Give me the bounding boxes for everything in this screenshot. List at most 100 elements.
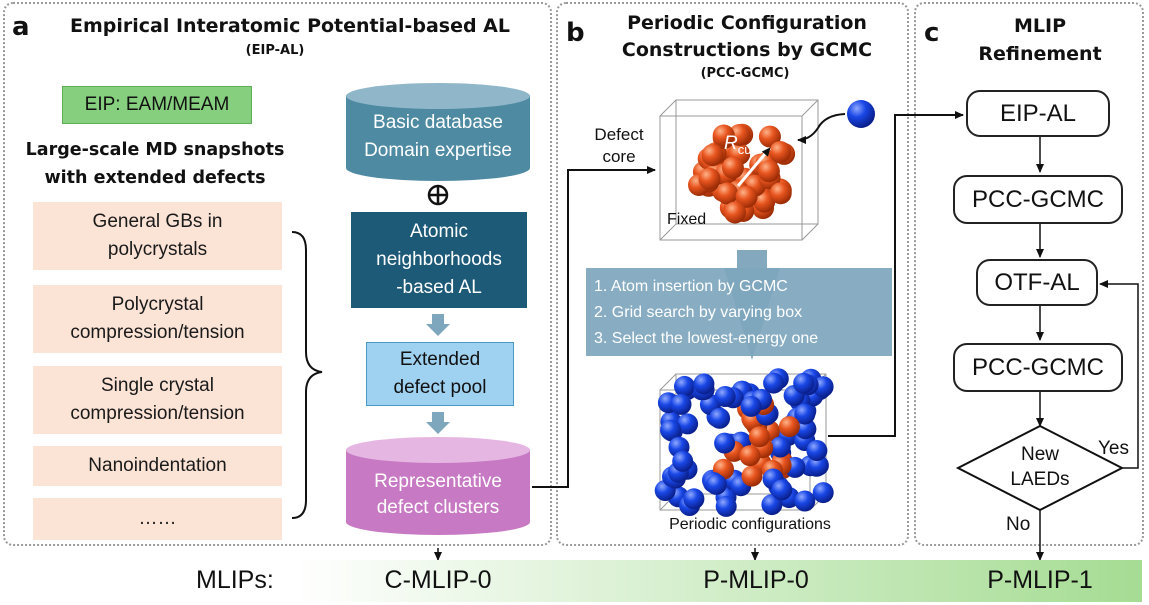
steps-box xyxy=(586,268,892,356)
core-atom xyxy=(748,426,770,448)
inserted-atom-periodic xyxy=(714,432,736,454)
core-atom xyxy=(769,182,792,205)
panel-b-subtitle: (PCC-GCMC) xyxy=(700,66,790,81)
panel-b-title-line1: Periodic Configuration xyxy=(627,12,867,34)
core-atom xyxy=(769,141,792,163)
rcut-arrow xyxy=(736,147,772,187)
core-atom xyxy=(701,144,724,167)
inserted-atom-periodic xyxy=(761,494,783,516)
core-atom xyxy=(728,124,751,146)
database-line1: Basic database xyxy=(373,112,503,133)
panel-c-title-line2: Refinement xyxy=(978,43,1102,65)
case-line: polycrystals xyxy=(107,239,208,260)
no-label: No xyxy=(1006,514,1031,535)
core-atom xyxy=(721,156,744,179)
case-nanoindentation: Nanoindentation xyxy=(33,446,282,486)
core-atom xyxy=(698,167,721,190)
periodic-configuration-cube xyxy=(654,368,834,517)
step-3: 3. Select the lowest-energy one xyxy=(594,330,819,347)
connector-periodic-to-eip-al xyxy=(828,111,964,437)
step-2: 2. Grid search by varying box xyxy=(594,304,803,321)
database-line2: Domain expertise xyxy=(364,140,512,161)
fixed-label: Fixed xyxy=(667,211,707,228)
step-1: 1. Atom insertion by GCMC xyxy=(594,278,788,295)
case-ellipsis: …… xyxy=(33,498,282,540)
clusters-line2: defect clusters xyxy=(376,497,500,518)
core-atom xyxy=(724,201,746,224)
inserted-atom-periodic xyxy=(660,419,682,441)
inserted-atom-periodic xyxy=(677,413,699,435)
inserted-atom-periodic xyxy=(740,395,762,417)
core-atom xyxy=(739,445,761,467)
flow-eip-al: EIP-AL xyxy=(966,90,1110,137)
clusters-cylinder xyxy=(346,437,530,535)
inserted-atom-periodic xyxy=(806,440,828,461)
down-arrow-2 xyxy=(426,412,450,434)
case-line: Nanoindentation xyxy=(88,455,227,476)
decision-line2: LAEDs xyxy=(1010,469,1070,490)
case-line: compression/tension xyxy=(70,322,245,343)
clusters-text: Representative defect clusters xyxy=(346,466,530,524)
case-line: Single crystal xyxy=(100,375,214,396)
neighborhood-line2: neighborhoods xyxy=(376,249,502,270)
mlip-bar xyxy=(292,560,1142,602)
md-heading: Large-scale MD snapshots with extended d… xyxy=(5,136,305,192)
database-cylinder xyxy=(346,83,530,181)
core-atom xyxy=(753,190,776,213)
mlip-model-c0: C-MLIP-0 xyxy=(384,566,492,594)
eip-label-text: EIP: EAM/MEAM xyxy=(84,94,230,115)
case-line: General GBs in xyxy=(92,211,223,232)
defect-core-line2: core xyxy=(602,147,636,166)
yes-loop-arrow xyxy=(1099,280,1139,469)
case-polycrystal: Polycrystal compression/tension xyxy=(33,285,282,353)
flow-pcc-gcmc-2: PCC-GCMC xyxy=(953,343,1123,392)
core-atom xyxy=(716,182,739,205)
mlip-model-p1: P-MLIP-1 xyxy=(987,566,1093,594)
decision-line1: New xyxy=(1020,444,1059,465)
flow-pcc-gcmc-1: PCC-GCMC xyxy=(953,175,1123,224)
panel-c-title-line1: MLIP xyxy=(1013,15,1066,37)
inserted-atom-periodic xyxy=(793,372,815,394)
defect-core-line1: Defect xyxy=(594,125,644,144)
neighborhood-line1: Atomic xyxy=(409,221,469,242)
md-heading-line1: Large-scale MD snapshots xyxy=(25,140,285,160)
md-heading-line2: with extended defects xyxy=(44,168,266,188)
periodic-label: Periodic configurations xyxy=(669,516,831,533)
insertion-arrow xyxy=(797,113,846,144)
panel-b-letter: b xyxy=(566,18,585,48)
inserted-atom xyxy=(847,100,875,128)
rcut-sub: cut xyxy=(737,141,756,157)
inserted-atom-periodic xyxy=(715,495,737,517)
defect-core-cube xyxy=(659,99,819,241)
panel-b-title-line2: Constructions by GCMC xyxy=(621,39,873,61)
panel-a-subtitle: (EIP-AL) xyxy=(245,43,305,58)
defect-core-label: Defect core xyxy=(578,124,660,168)
inserted-atom-periodic xyxy=(794,490,816,512)
clusters-line1: Representative xyxy=(374,471,502,492)
steps-list: 1. Atom insertion by GCMC 2. Grid search… xyxy=(594,274,892,352)
panel-b-frame xyxy=(556,2,909,546)
inserted-atom-periodic xyxy=(812,482,834,504)
case-line: Polycrystal xyxy=(111,294,204,315)
core-atom xyxy=(778,416,800,438)
panel-c-frame xyxy=(914,2,1144,546)
decision-text: New LAEDs xyxy=(990,442,1090,492)
plus-symbol xyxy=(427,184,449,206)
inserted-atom-periodic xyxy=(763,372,785,394)
neighborhood-line3: -based AL xyxy=(396,277,482,298)
core-atom xyxy=(712,124,735,147)
eip-label: EIP: EAM/MEAM xyxy=(62,86,252,124)
yes-label: Yes xyxy=(1098,438,1129,459)
core-atom xyxy=(735,185,758,208)
panel-c-letter: c xyxy=(924,18,940,48)
flow-otf-al: OTF-AL xyxy=(976,259,1098,306)
inserted-atom-periodic xyxy=(672,450,694,472)
inserted-atom-periodic xyxy=(794,403,816,425)
mlip-model-p0: P-MLIP-0 xyxy=(703,566,809,594)
panel-a-title: Empirical Interatomic Potential-based AL xyxy=(70,15,510,37)
inserted-atom-periodic xyxy=(670,393,692,415)
neighborhood-box: Atomic neighborhoods -based AL xyxy=(351,212,527,308)
